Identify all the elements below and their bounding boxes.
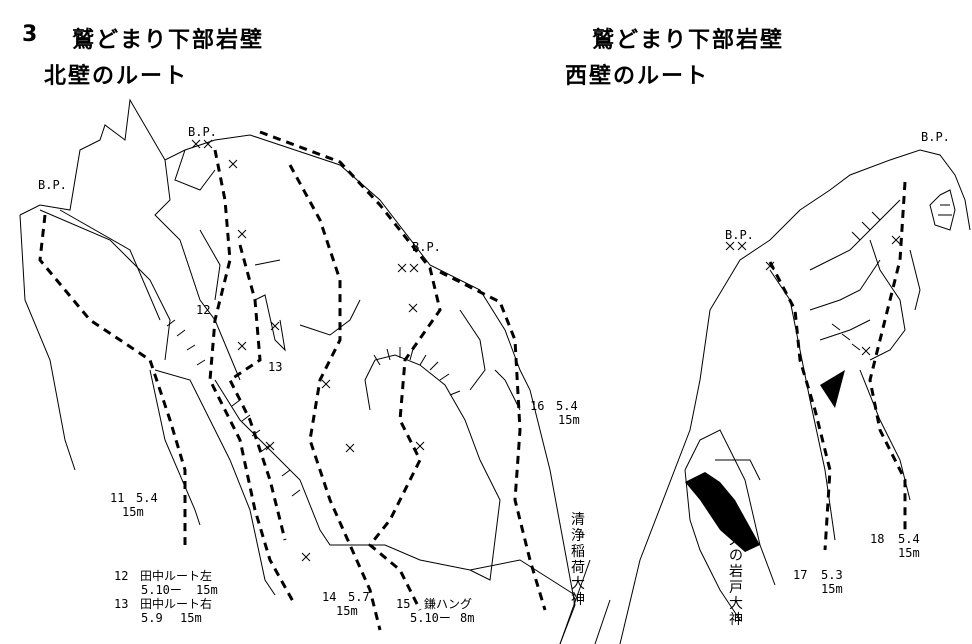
route-lines <box>38 130 907 631</box>
shrine-label-seijo-inari: 清浄稲荷大神 <box>571 512 585 608</box>
route-length: 15m <box>180 611 202 625</box>
bp-label: B.P. <box>725 228 754 242</box>
route-name: 鎌ハング <box>424 597 473 611</box>
route-12-marker: 12 <box>196 303 211 317</box>
route-length: 15m <box>196 583 218 597</box>
route-18-line <box>868 181 907 530</box>
bp-label: B.P. <box>921 130 950 144</box>
route-name: 田中ルート左 <box>140 569 213 583</box>
route-16-line <box>439 270 547 611</box>
route-id: 14 <box>322 590 337 604</box>
route-id: 16 <box>530 399 545 413</box>
route-11-line <box>38 214 187 545</box>
black-overhangs <box>685 370 845 552</box>
route-17-line <box>768 261 832 551</box>
route-length: 15m <box>122 505 144 519</box>
route-grade: 5.9 <box>141 611 163 625</box>
rock-outlines <box>19 98 971 644</box>
route-grade: 5.10ー <box>410 611 451 625</box>
route-13-marker: 13 <box>268 360 283 374</box>
bolt-markers <box>191 139 901 562</box>
route-length: 15m <box>821 582 843 596</box>
north-subtitle: 北壁のルート <box>44 64 189 89</box>
bp-label: B.P. <box>38 178 67 192</box>
route-length: 15m <box>336 604 358 618</box>
route-id: 17 <box>793 568 808 582</box>
route-grade: 5.3 <box>821 568 843 582</box>
route-id: 12 <box>114 569 129 583</box>
route-id: 11 <box>110 491 125 505</box>
north-title: 鷲どまり下部岩壁 <box>72 28 265 53</box>
route-length: 8m <box>460 611 475 625</box>
route-grade: 5.4 <box>898 532 920 546</box>
route-grade: 5.4 <box>136 491 158 505</box>
route-name: 田中ルート右 <box>140 597 213 611</box>
route-15-line <box>259 130 442 611</box>
route-grade: 5.10ー <box>141 583 182 597</box>
shrine-label-amanoiwato: 天の岩戸大神 <box>729 532 743 628</box>
west-subtitle: 西壁のルート <box>565 64 710 89</box>
bp-label: B.P. <box>188 125 217 139</box>
bp-label: B.P. <box>412 240 441 254</box>
route-length: 15m <box>558 413 580 427</box>
route-id: 13 <box>114 597 129 611</box>
route-12-line <box>208 149 297 606</box>
route-id: 15 <box>396 597 411 611</box>
west-title: 鷲どまり下部岩壁 <box>592 28 785 53</box>
route-id: 18 <box>870 532 885 546</box>
route-grade: 5.7 <box>348 590 370 604</box>
north-section-number: 3 <box>22 22 40 47</box>
route-13-line <box>228 244 287 541</box>
route-grade: 5.4 <box>556 399 578 413</box>
route-length: 15m <box>898 546 920 560</box>
hatching <box>166 204 952 497</box>
route-14-line <box>288 164 382 631</box>
